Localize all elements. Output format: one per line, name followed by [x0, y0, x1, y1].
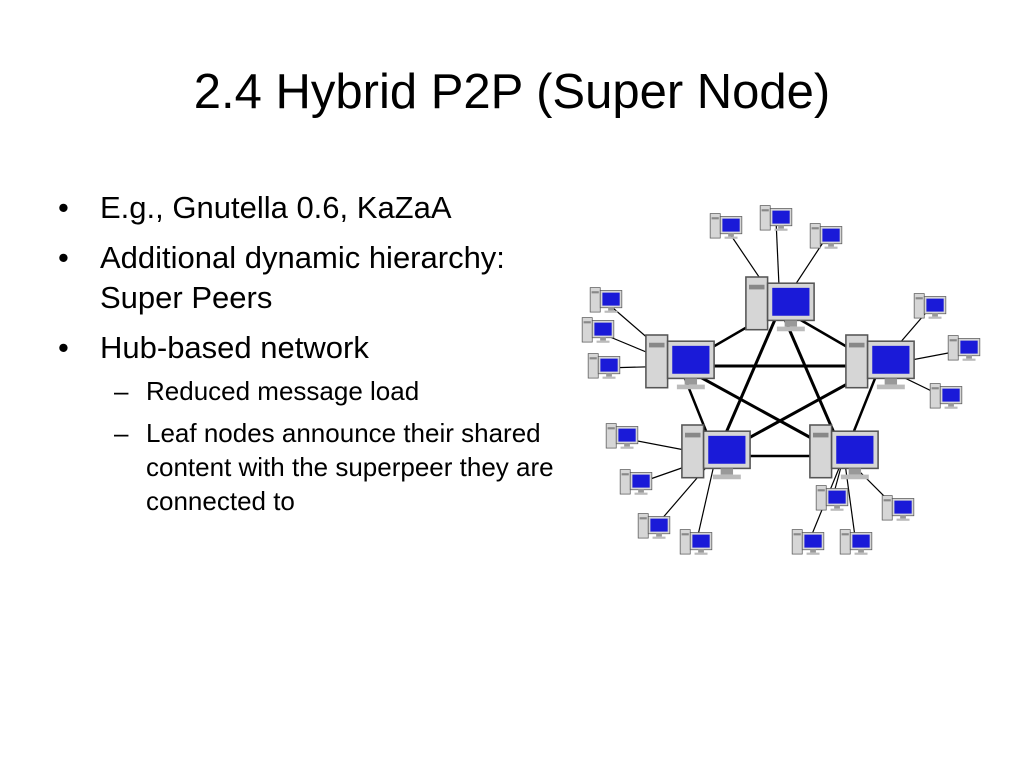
super-node-computer-icon: [809, 424, 879, 480]
sub-bullet-list: – Reduced message load – Leaf nodes anno…: [100, 374, 568, 518]
leaf-node-computer-icon: [929, 383, 963, 409]
super-node-computer-icon: [845, 334, 915, 390]
leaf-node-computer-icon: [589, 287, 623, 313]
network-link: [843, 455, 857, 545]
super-node-computer-icon: [745, 276, 815, 332]
leaf-node-computer-icon: [605, 423, 639, 449]
leaf-node-computer-icon: [679, 529, 713, 555]
leaf-node-computer-icon: [759, 205, 793, 231]
leaf-node-computer-icon: [815, 485, 849, 511]
leaf-node-computer-icon: [581, 317, 615, 343]
leaf-node-computer-icon: [947, 335, 981, 361]
sub-bullet-item: – Reduced message load: [100, 374, 568, 408]
bullet-item: • E.g., Gnutella 0.6, KaZaA: [58, 188, 568, 228]
leaf-node-computer-icon: [587, 353, 621, 379]
bullet-mark: •: [58, 240, 69, 275]
bullet-list: • E.g., Gnutella 0.6, KaZaA • Additional…: [58, 188, 568, 528]
leaf-node-computer-icon: [881, 495, 915, 521]
super-node-computer-icon: [645, 334, 715, 390]
network-link: [695, 455, 717, 545]
leaf-node-computer-icon: [619, 469, 653, 495]
bullet-mark: •: [58, 330, 69, 365]
network-nodes: [581, 205, 981, 555]
sub-bullet-mark: –: [114, 376, 129, 406]
slide-title: 2.4 Hybrid P2P (Super Node): [193, 65, 831, 119]
leaf-node-computer-icon: [709, 213, 743, 239]
leaf-node-computer-icon: [839, 529, 873, 555]
bullet-mark: •: [58, 190, 69, 225]
leaf-node-computer-icon: [791, 529, 825, 555]
bullet-text: E.g., Gnutella 0.6, KaZaA: [100, 190, 452, 225]
sub-bullet-text: Reduced message load: [146, 376, 420, 406]
bullet-item: • Hub-based network – Reduced message lo…: [58, 328, 568, 518]
leaf-node-computer-icon: [637, 513, 671, 539]
leaf-node-computer-icon: [809, 223, 843, 249]
bullet-item: • Additional dynamic hierarchy: Super Pe…: [58, 238, 568, 318]
super-node-network-diagram: [581, 205, 981, 555]
sub-bullet-text: Leaf nodes announce their shared content…: [146, 418, 554, 516]
bullet-text: Additional dynamic hierarchy: Super Peer…: [100, 240, 505, 315]
leaf-node-computer-icon: [913, 293, 947, 319]
sub-bullet-item: – Leaf nodes announce their shared conte…: [100, 416, 568, 518]
super-node-computer-icon: [681, 424, 751, 480]
sub-bullet-mark: –: [114, 418, 129, 448]
bullet-text: Hub-based network: [100, 330, 369, 365]
